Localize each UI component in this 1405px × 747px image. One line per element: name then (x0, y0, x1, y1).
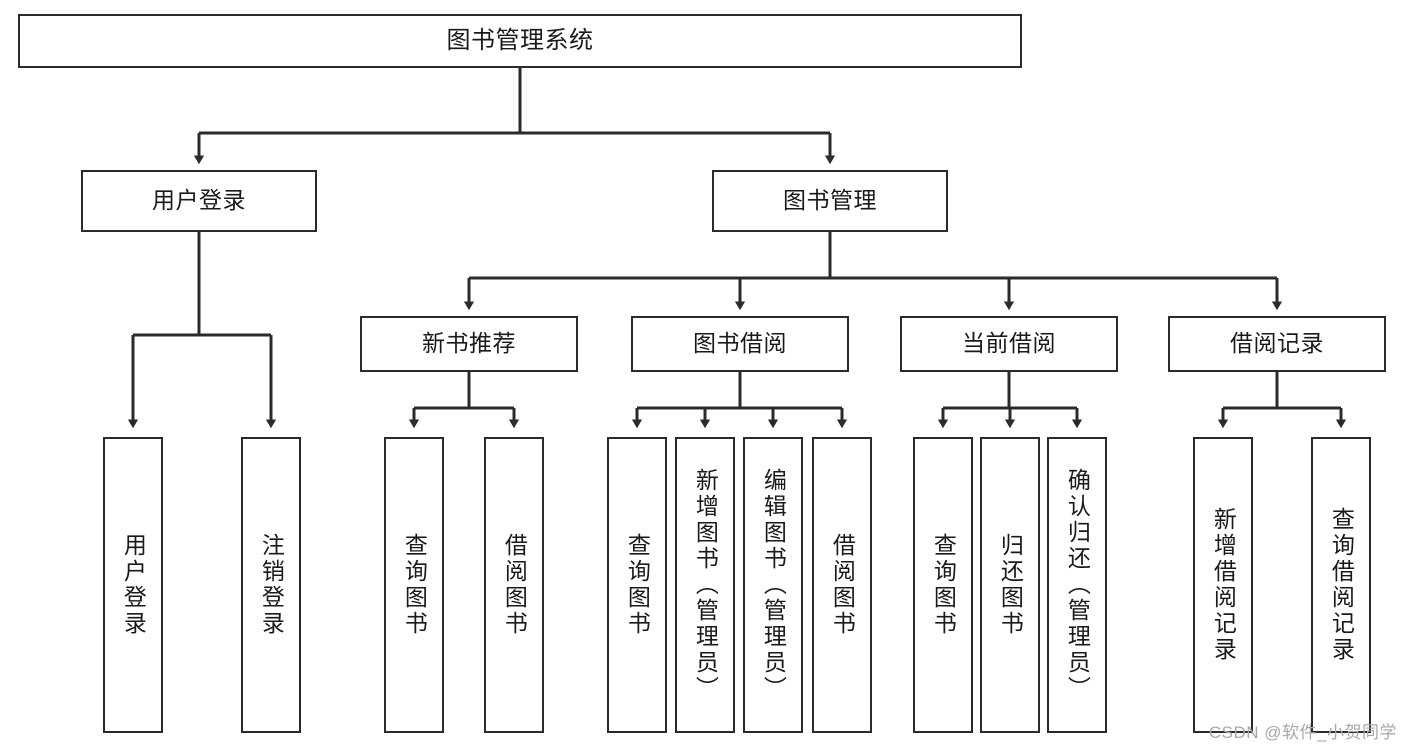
leaf-book-borrow-add[interactable]: 新增图书（管理员） (675, 437, 735, 733)
leaf-borrow-record-add[interactable]: 新增借阅记录 (1193, 437, 1253, 733)
node-label: 查询图书 (624, 533, 651, 637)
node-label: 用户登录 (152, 187, 246, 214)
node-label: 图书借阅 (693, 330, 787, 357)
node-label: 新增借阅记录 (1210, 507, 1237, 663)
node-book-management[interactable]: 图书管理 (712, 170, 948, 232)
leaf-new-book-borrow[interactable]: 借阅图书 (484, 437, 544, 733)
node-label: 图书管理系统 (446, 26, 594, 54)
csdn-watermark: CSDN @软件_小贺同学 (1208, 723, 1397, 742)
node-label: 图书管理 (783, 187, 877, 214)
leaf-user-login-logout[interactable]: 注销登录 (241, 437, 301, 733)
node-user-login[interactable]: 用户登录 (81, 170, 317, 232)
leaf-current-borrow-confirm-return[interactable]: 确认归还（管理员） (1047, 437, 1107, 733)
node-book-management-system[interactable]: 图书管理系统 (18, 14, 1022, 68)
node-label: 借阅图书 (501, 533, 528, 637)
leaf-borrow-record-query[interactable]: 查询借阅记录 (1311, 437, 1371, 733)
node-label: 当前借阅 (962, 330, 1056, 357)
leaf-current-borrow-query[interactable]: 查询图书 (913, 437, 973, 733)
node-label: 新书推荐 (422, 330, 516, 357)
node-label: 用户登录 (120, 533, 147, 637)
leaf-new-book-query[interactable]: 查询图书 (384, 437, 444, 733)
node-label: 归还图书 (997, 533, 1024, 637)
leaf-book-borrow-borrow[interactable]: 借阅图书 (812, 437, 872, 733)
node-label: 借阅记录 (1230, 330, 1324, 357)
leaf-book-borrow-edit[interactable]: 编辑图书（管理员） (743, 437, 803, 733)
node-label: 确认归还（管理员） (1064, 468, 1091, 702)
node-label: 注销登录 (258, 533, 285, 637)
leaf-user-login-login[interactable]: 用户登录 (103, 437, 163, 733)
leaf-current-borrow-return[interactable]: 归还图书 (980, 437, 1040, 733)
node-label: 编辑图书（管理员） (760, 468, 787, 702)
leaf-book-borrow-query[interactable]: 查询图书 (607, 437, 667, 733)
node-label: 借阅图书 (829, 533, 856, 637)
node-label: 查询借阅记录 (1328, 507, 1355, 663)
node-label: 新增图书（管理员） (692, 468, 719, 702)
node-new-book-recommend[interactable]: 新书推荐 (360, 316, 578, 372)
node-label: 查询图书 (401, 533, 428, 637)
node-label: 查询图书 (930, 533, 957, 637)
node-current-borrow[interactable]: 当前借阅 (900, 316, 1118, 372)
node-borrow-record[interactable]: 借阅记录 (1168, 316, 1386, 372)
node-book-borrow[interactable]: 图书借阅 (631, 316, 849, 372)
